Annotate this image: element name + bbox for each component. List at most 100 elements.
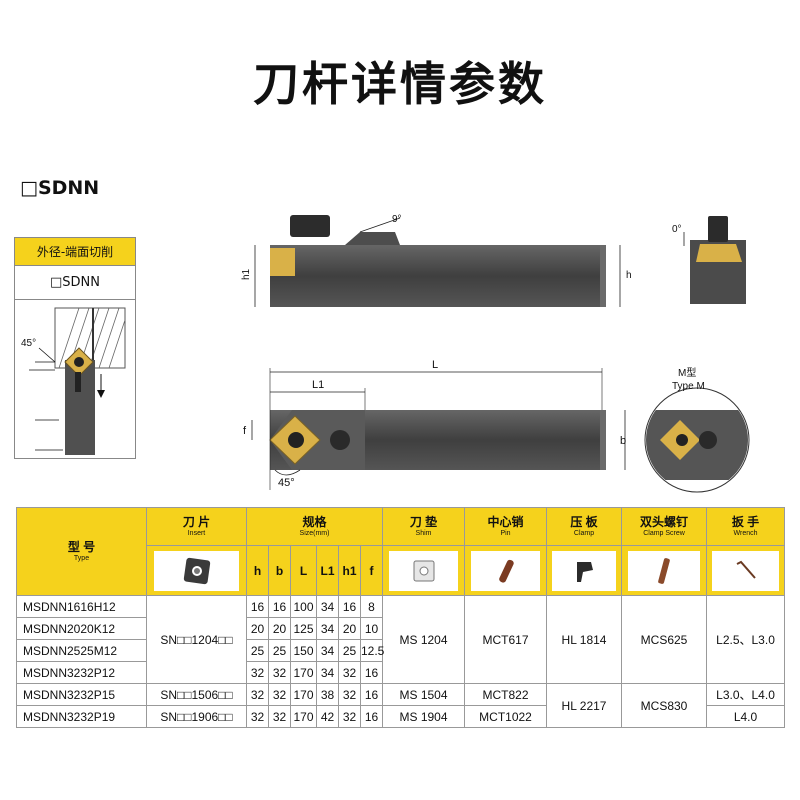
dim-b: b — [620, 435, 626, 447]
row-b: 32 — [268, 683, 291, 706]
header-type: 型 号 Type — [16, 507, 147, 596]
row-shim: MS 1904 — [382, 705, 466, 728]
row-screw: MCS625 — [621, 595, 708, 684]
row-screw: MCS830 — [621, 683, 708, 728]
dim-h1: h1 — [241, 268, 252, 280]
row-h: 25 — [246, 639, 269, 662]
row-b: 32 — [268, 661, 291, 684]
row-pin: MCT617 — [464, 595, 548, 684]
row-insert: SN□□1204□□ — [146, 595, 247, 684]
insert-icon — [183, 557, 210, 584]
row-model: MSDNN3232P15 — [16, 683, 147, 706]
row-model: MSDNN3232P12 — [16, 661, 147, 684]
table-row: MSDNN3232P12 32 32 170 34 32 16 — [16, 661, 785, 684]
dim-L: L — [432, 359, 438, 371]
row-model: MSDNN2020K12 — [16, 617, 147, 640]
type-m-cn: M型 — [678, 366, 696, 379]
row-wrench: L2.5、L3.0 — [706, 595, 786, 684]
header-clamp: 压 板 Clamp — [546, 507, 623, 546]
application-code: □SDNN — [15, 266, 135, 300]
header-screw: 双头螺钉 Clamp Screw — [621, 507, 708, 546]
clamp-icon — [577, 561, 594, 582]
row-L: 150 — [290, 639, 317, 662]
row-L1: 34 — [316, 661, 339, 684]
row-L: 170 — [290, 683, 317, 706]
pin-image-cell — [464, 545, 548, 596]
clamp-image-cell — [546, 545, 623, 596]
spec-table: 型 号 Type 刀 片 Insert 规格 Size(mm) 刀 垫 Shim… — [16, 507, 786, 728]
end-view: 0° — [672, 216, 746, 304]
row-h1: 32 — [338, 705, 361, 728]
header-pin: 中心销 Pin — [464, 507, 548, 546]
wrench-image-cell — [706, 545, 786, 596]
row-wrench: L4.0 — [706, 705, 786, 728]
dim-h: h — [626, 270, 632, 281]
row-model: MSDNN3232P19 — [16, 705, 147, 728]
application-panel: 外径-端面切削 □SDNN 45° — [14, 237, 136, 459]
row-shim: MS 1204 — [382, 595, 466, 684]
angle-0: 0° — [672, 224, 682, 235]
row-f: 10 — [359, 617, 384, 640]
side-view: h1 h 9° — [241, 214, 632, 307]
row-f: 16 — [359, 705, 384, 728]
row-h: 16 — [246, 595, 269, 618]
header-insert: 刀 片 Insert — [146, 507, 247, 546]
row-L1: 34 — [316, 595, 339, 618]
row-clamp: HL 1814 — [546, 595, 623, 684]
row-L1: 38 — [316, 683, 339, 706]
header-wrench: 扳 手 Wrench — [706, 507, 786, 546]
row-b: 16 — [268, 595, 291, 618]
row-L: 170 — [290, 661, 317, 684]
row-b: 32 — [268, 705, 291, 728]
row-h1: 16 — [338, 595, 361, 618]
dim-f: f — [243, 425, 247, 437]
row-L1: 34 — [316, 617, 339, 640]
screw-image-cell — [621, 545, 708, 596]
row-f: 8 — [359, 595, 384, 618]
row-b: 25 — [268, 639, 291, 662]
row-L: 100 — [290, 595, 317, 618]
row-L1: 34 — [316, 639, 339, 662]
wrench-icon — [736, 560, 756, 579]
table-row: MSDNN3232P15 SN□□1506□□ 32 32 170 38 32 … — [16, 683, 786, 728]
row-pin: MCT822 — [464, 683, 548, 706]
dim-L1: L1 — [312, 379, 324, 391]
angle-45: 45° — [278, 477, 295, 489]
row-L: 125 — [290, 617, 317, 640]
row-h: 32 — [246, 705, 269, 728]
row-b: 20 — [268, 617, 291, 640]
row-f: 16 — [359, 683, 384, 706]
table-row: MSDNN1616H12 SN□□1204□□ 16 16 100 34 16 … — [16, 595, 786, 684]
row-shim: MS 1504 — [382, 683, 466, 706]
application-angle: 45° — [21, 338, 36, 349]
header-size: 规格 Size(mm) — [245, 507, 384, 546]
row-h: 32 — [246, 683, 269, 706]
row-h1: 25 — [338, 639, 361, 662]
row-h1: 32 — [338, 661, 361, 684]
size-col-L: L — [290, 545, 317, 596]
header-shim: 刀 垫 Shim — [382, 507, 466, 546]
row-h1: 20 — [338, 617, 361, 640]
size-col-h: h — [246, 545, 269, 596]
row-h1: 32 — [338, 683, 361, 706]
angle-9: 9° — [392, 214, 402, 225]
row-model: MSDNN2525M12 — [16, 639, 147, 662]
row-h: 20 — [246, 617, 269, 640]
size-col-f: f — [359, 545, 384, 596]
type-m-detail: M型 Type M — [644, 366, 750, 493]
size-col-L1: L1 — [316, 545, 339, 596]
row-h: 32 — [246, 661, 269, 684]
pin-icon — [498, 559, 514, 583]
row-pin: MCT1022 — [464, 705, 548, 728]
row-insert: SN□□1906□□ — [146, 705, 247, 728]
page-title: 刀杆详情参数 — [253, 57, 547, 111]
size-col-h1: h1 — [338, 545, 361, 596]
row-L1: 42 — [316, 705, 339, 728]
row-f: 12.5 — [359, 639, 384, 662]
row-clamp: HL 2217 — [546, 683, 623, 728]
application-illustration: 45° — [21, 307, 126, 455]
application-header: 外径-端面切削 — [15, 238, 135, 266]
top-view: L L1 f b 45° — [243, 359, 626, 490]
screw-icon — [658, 557, 670, 584]
